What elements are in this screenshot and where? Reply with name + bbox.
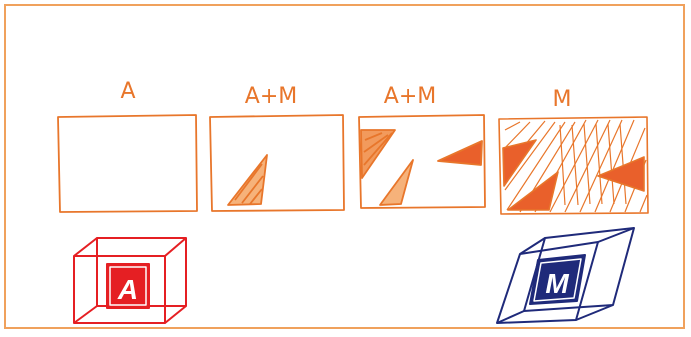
panel-4-wedge-left <box>503 140 536 186</box>
panel-labels: A A+M A+M M <box>120 79 571 112</box>
panel-1-box <box>58 115 197 212</box>
panel-3-wedge-bottom <box>380 160 413 205</box>
panel-1 <box>58 115 197 212</box>
panel-3-wedge-top-left <box>361 130 395 178</box>
panel-2-wedge <box>228 155 267 205</box>
panel-label-3: A+M <box>384 84 436 109</box>
panel-3 <box>359 115 485 208</box>
panel-4 <box>499 117 648 214</box>
panel-2 <box>210 115 344 211</box>
additive-cube-letter: A <box>117 274 138 305</box>
manual-cube-letter: M <box>545 268 569 299</box>
panel-4-wedge-bottom <box>508 172 558 210</box>
panel-3-wedge-right <box>438 141 482 165</box>
panel-label-1: A <box>120 79 135 104</box>
panel-label-2: A+M <box>245 84 297 109</box>
panel-label-4: M <box>553 87 572 112</box>
panel-2-box <box>210 115 344 211</box>
additive-cube-icon: A <box>74 238 186 323</box>
manual-cube-icon: M <box>497 228 634 323</box>
